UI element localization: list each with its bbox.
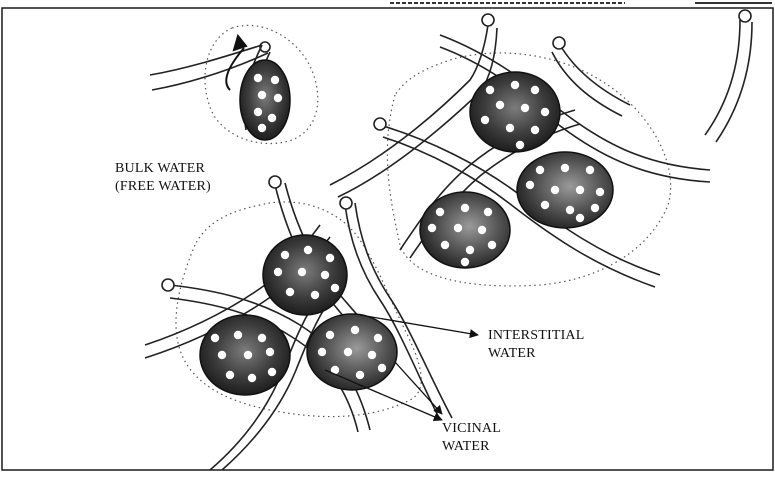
bulk-water-line1: BULK WATER [115, 160, 211, 178]
pore [516, 141, 524, 149]
pore [258, 334, 266, 342]
pore [274, 94, 282, 102]
pore [274, 268, 282, 276]
vicinal-line1: VICINAL [442, 420, 501, 438]
pore [298, 268, 306, 276]
pore [526, 181, 534, 189]
pore [591, 204, 599, 212]
pore [244, 351, 252, 359]
pore [461, 258, 469, 266]
pore [258, 91, 266, 99]
pore [356, 371, 364, 379]
pore [304, 246, 312, 254]
pore [268, 114, 276, 122]
pore [586, 166, 594, 174]
pore [541, 201, 549, 209]
pore [211, 334, 219, 342]
pore [378, 364, 386, 372]
particle [200, 315, 290, 395]
pore [461, 204, 469, 212]
pore [488, 241, 496, 249]
pore [576, 214, 584, 222]
pore [281, 251, 289, 259]
interstitial-line2: WATER [488, 345, 585, 363]
pore [441, 241, 449, 249]
pore [576, 186, 584, 194]
pore [258, 124, 266, 132]
pore [318, 348, 326, 356]
pore [486, 86, 494, 94]
particle [470, 72, 560, 152]
pore [368, 351, 376, 359]
pore [326, 254, 334, 262]
pore [541, 108, 549, 116]
particle [263, 235, 347, 315]
pore [454, 224, 462, 232]
particle [307, 314, 397, 390]
bulk-water-line2: (FREE WATER) [115, 178, 211, 196]
pore [271, 76, 279, 84]
particle [517, 152, 613, 228]
pore [561, 164, 569, 172]
vicinal-line2: WATER [442, 438, 501, 456]
pore [326, 331, 334, 339]
particle [240, 60, 290, 140]
pore [254, 108, 262, 116]
pore [428, 224, 436, 232]
pore [311, 291, 319, 299]
pore [521, 104, 529, 112]
pore [484, 208, 492, 216]
pore [218, 351, 226, 359]
pore [374, 334, 382, 342]
pore [496, 101, 504, 109]
bulk-water-label: BULK WATER (FREE WATER) [115, 160, 211, 196]
pore [266, 348, 274, 356]
pore [351, 326, 359, 334]
pore [466, 246, 474, 254]
frame [2, 3, 773, 470]
vicinal-water-label: VICINAL WATER [442, 420, 501, 456]
pore [268, 368, 276, 376]
pore [344, 348, 352, 356]
pore [481, 116, 489, 124]
pore [506, 124, 514, 132]
pore [248, 374, 256, 382]
interstitial-line1: INTERSTITIAL [488, 327, 585, 345]
pore [321, 271, 329, 279]
interstitial-water-label: INTERSTITIAL WATER [488, 327, 585, 363]
pore [531, 86, 539, 94]
pore [436, 208, 444, 216]
pore [331, 284, 339, 292]
pore [286, 288, 294, 296]
pore [226, 371, 234, 379]
pore [234, 331, 242, 339]
pore [536, 166, 544, 174]
pore [566, 206, 574, 214]
pore [511, 81, 519, 89]
vicinal-arrow-2 [395, 362, 442, 414]
pore [551, 186, 559, 194]
pore [254, 74, 262, 82]
pore [478, 226, 486, 234]
pore [596, 188, 604, 196]
particle [420, 192, 510, 268]
pore [531, 126, 539, 134]
